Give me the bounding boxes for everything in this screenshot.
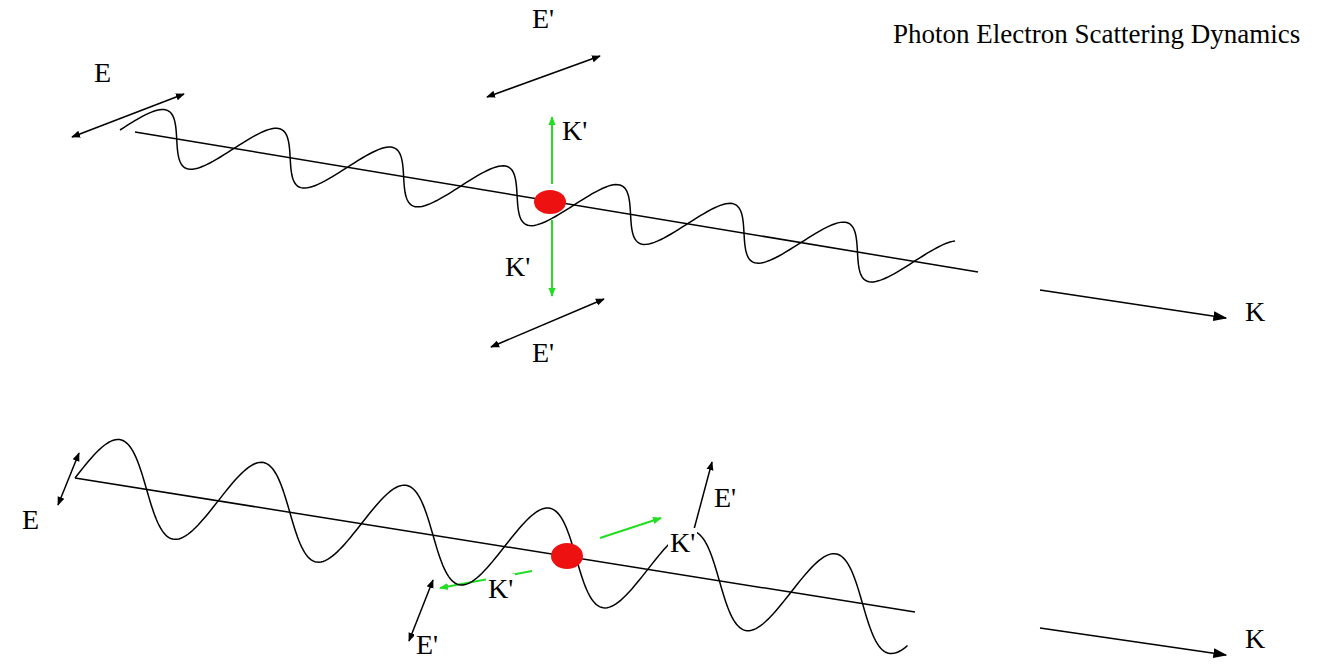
electron-dot: [551, 543, 583, 569]
scattered-wavevector: [600, 518, 661, 538]
field-label: E: [20, 505, 41, 534]
polarization-arrow: [58, 453, 79, 505]
field-label: E': [530, 4, 556, 33]
wavevector-label: K: [1243, 624, 1267, 653]
wavevector-arrow: [1040, 290, 1226, 318]
field-label: E: [92, 58, 113, 87]
photon-wave: [120, 109, 955, 281]
field-label: E': [414, 630, 440, 659]
wavevector-label: K': [668, 528, 697, 557]
scattered-wavevector: [551, 117, 553, 184]
wavevector-arrow: [1040, 628, 1226, 655]
wavevector-label: K: [1243, 297, 1267, 326]
wavevector-label: K': [486, 574, 515, 603]
electron-dot: [534, 190, 566, 214]
field-label: E': [712, 483, 738, 512]
wavevector-label: K': [503, 252, 532, 281]
diagram-title: Photon Electron Scattering Dynamics: [893, 20, 1300, 48]
polarization-arrow: [72, 94, 184, 137]
scattered-wavevector: [551, 220, 553, 296]
propagation-axis: [135, 132, 978, 272]
wavevector-label: K': [560, 116, 589, 145]
polarization-arrow: [487, 56, 600, 97]
field-label: E': [530, 338, 556, 367]
photon-wave: [75, 439, 908, 653]
propagation-axis: [75, 478, 915, 612]
